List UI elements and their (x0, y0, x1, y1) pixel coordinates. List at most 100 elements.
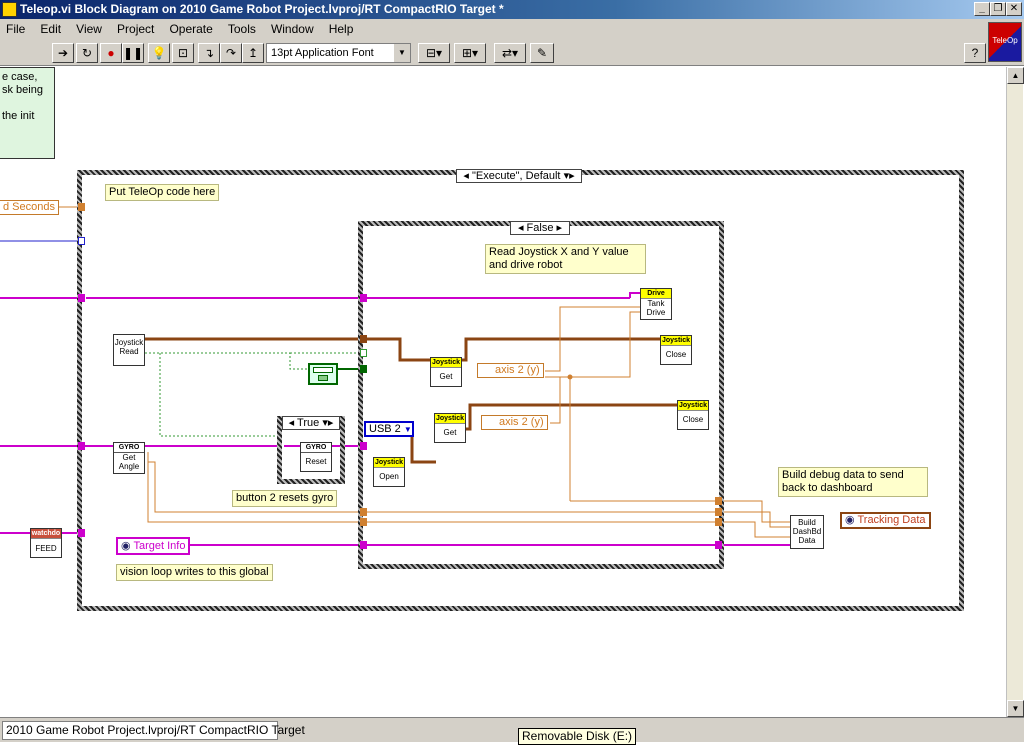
joystick-open-vi[interactable]: Joystick Open (373, 457, 405, 487)
labview-app-icon[interactable] (2, 2, 17, 17)
seconds-indicator[interactable]: d Seconds (0, 200, 59, 215)
font-select[interactable]: 13pt Application Font ▼ (266, 43, 411, 63)
distribute-objects-icon[interactable]: ⊞▾ (454, 43, 486, 63)
description-note: e case, sk being the init (0, 67, 55, 159)
clean-up-diagram-icon[interactable]: ✎ (530, 43, 554, 63)
boolean-tunnel[interactable] (360, 349, 367, 357)
block-diagram-canvas[interactable]: e case, sk being the init d Seconds ◂ "E… (0, 67, 1006, 717)
gyro-reset-vi[interactable]: GYRO Reset (300, 442, 332, 472)
vi-line: GYRO (114, 443, 144, 453)
project-path[interactable]: 2010 Game Robot Project.lvproj/RT Compac… (2, 721, 305, 740)
vi-line: Joystick (374, 458, 404, 468)
pink-tunnel[interactable] (78, 294, 85, 302)
axis-constant[interactable]: axis 2 (y) (481, 415, 548, 430)
vi-line: Close (665, 350, 687, 359)
pink-tunnel[interactable] (360, 294, 367, 302)
scroll-down-icon[interactable]: ▼ (1007, 700, 1024, 717)
vi-line: Joystick (678, 401, 708, 411)
reorder-icon[interactable]: ⇄▾ (494, 43, 526, 63)
vi-line: Get (122, 453, 136, 462)
align-objects-icon[interactable]: ⊟▾ (418, 43, 450, 63)
joystick-get-vi[interactable]: Joystick Get (430, 357, 462, 387)
run-continuously-icon[interactable]: ↻ (76, 43, 98, 63)
menu-view[interactable]: View (76, 22, 102, 36)
selector-left-arrow-icon[interactable]: ◂ (288, 417, 295, 429)
pink-tunnel[interactable] (360, 442, 367, 450)
orange-tunnel[interactable] (360, 508, 367, 516)
vi-line: Joystick (431, 358, 461, 368)
vi-line: Tank (647, 299, 665, 308)
minimize-button[interactable]: _ (974, 2, 990, 16)
vi-line: GYRO (301, 443, 331, 453)
orange-tunnel[interactable] (78, 203, 85, 211)
tooltip: Removable Disk (E:) (518, 728, 637, 745)
orange-tunnel[interactable] (715, 508, 722, 516)
vi-line: FEED (35, 544, 57, 553)
selector-right-arrow-icon[interactable]: ▸ (556, 222, 563, 234)
abort-icon[interactable]: ● (100, 43, 122, 63)
menu-project[interactable]: Project (117, 22, 155, 36)
outer-case-selector[interactable]: ◂ "Execute", Default ▾▸ (456, 169, 582, 183)
button-index-icon[interactable] (308, 363, 338, 385)
tank-drive-vi[interactable]: Drive Tank Drive (640, 288, 672, 320)
inner-case-selector[interactable]: ◂ False ▸ (510, 221, 570, 235)
pink-tunnel[interactable] (360, 541, 367, 549)
note-line-4: the init (2, 110, 35, 122)
vi-line: Get (443, 428, 457, 437)
restore-button[interactable]: ❐ (990, 2, 1006, 16)
orange-tunnel[interactable] (715, 518, 722, 526)
target-info-global[interactable]: ◉ Target Info (116, 537, 191, 555)
vertical-scrollbar[interactable]: ▲ ▼ (1006, 67, 1024, 717)
tracking-data-label: Tracking Data (857, 514, 926, 526)
usb-selector[interactable]: USB 2 ▼ (364, 421, 414, 437)
chevron-down-icon: ▼ (403, 425, 412, 434)
orange-tunnel[interactable] (360, 518, 367, 526)
menu-help[interactable]: Help (328, 22, 354, 36)
selector-left-arrow-icon[interactable]: ◂ (463, 170, 469, 182)
watchdog-feed-vi[interactable]: watchdo FEED (30, 528, 62, 558)
retain-wire-values-icon[interactable]: ⊡ (172, 43, 194, 63)
menu-edit[interactable]: Edit (40, 22, 62, 36)
green-tunnel[interactable] (360, 365, 367, 373)
step-out-icon[interactable]: ↥ (242, 43, 264, 63)
pause-icon[interactable]: ❚❚ (122, 43, 144, 63)
globe-icon: ◉ (121, 540, 131, 552)
debug-comment: Build debug data to send back to dashboa… (778, 467, 928, 497)
close-button[interactable]: ✕ (1006, 2, 1022, 16)
selector-left-arrow-icon[interactable]: ◂ (517, 222, 524, 234)
orange-tunnel[interactable] (715, 497, 722, 505)
selector-dropdown-icon[interactable]: ▾▸ (322, 417, 334, 429)
vi-line: watchdo (31, 529, 61, 539)
true-case-selector[interactable]: ◂ True ▾▸ (282, 416, 340, 430)
pink-tunnel[interactable] (78, 529, 85, 537)
context-help-button[interactable]: ? (964, 43, 986, 63)
gyro-get-angle-vi[interactable]: GYRO Get Angle (113, 442, 145, 474)
joystick-close-vi[interactable]: Joystick Close (660, 335, 692, 365)
pink-tunnel[interactable] (78, 442, 85, 450)
menu-file[interactable]: File (6, 22, 26, 36)
brown-tunnel[interactable] (360, 335, 367, 343)
axis-label: axis 2 (y) (495, 364, 540, 376)
step-over-icon[interactable]: ↷ (220, 43, 242, 63)
usb-selector-value: USB 2 (369, 423, 401, 435)
status-bar: 2010 Game Robot Project.lvproj/RT Compac… (0, 717, 1024, 745)
joystick-read-vi[interactable]: Joystick Read (113, 334, 145, 366)
step-into-icon[interactable]: ↴ (198, 43, 220, 63)
pink-tunnel[interactable] (715, 541, 722, 549)
axis-constant[interactable]: axis 2 (y) (477, 363, 544, 378)
vi-line: Close (682, 415, 704, 424)
inner-case-structure[interactable] (358, 221, 724, 569)
selector-dropdown-icon[interactable]: ▾▸ (563, 170, 575, 182)
build-dashboard-data-vi[interactable]: Build DashBd Data (790, 515, 824, 549)
highlight-execution-icon[interactable]: 💡 (148, 43, 170, 63)
menu-operate[interactable]: Operate (169, 22, 213, 36)
tracking-data-global[interactable]: ◉ Tracking Data (840, 512, 931, 529)
menu-bar: File Edit View Project Operate Tools Win… (0, 19, 1024, 40)
menu-tools[interactable]: Tools (227, 22, 256, 36)
blue-tunnel[interactable] (78, 237, 85, 245)
run-arrow-icon[interactable]: ➔ (52, 43, 74, 63)
joystick-get-vi[interactable]: Joystick Get (434, 413, 466, 443)
joystick-close-vi[interactable]: Joystick Close (677, 400, 709, 430)
menu-window[interactable]: Window (270, 22, 314, 36)
scroll-up-icon[interactable]: ▲ (1007, 67, 1024, 84)
